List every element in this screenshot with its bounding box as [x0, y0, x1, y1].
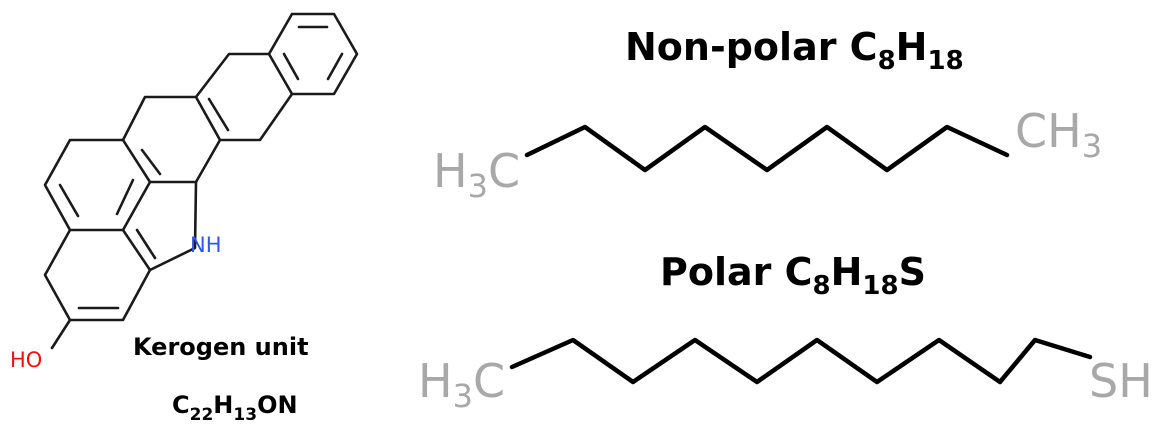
kerogen-label: Kerogen unit	[133, 333, 309, 361]
nh-group-label: NH	[190, 233, 222, 257]
nonpolar-title: Non-polar C8H18	[625, 25, 964, 76]
kerogen-structure: NH HO	[10, 12, 359, 372]
nonpolar-carbon-chain	[524, 124, 1010, 173]
polar-title: Polar C8H18S	[660, 250, 926, 301]
ho-group-label: HO	[10, 348, 42, 372]
polar-carbon-chain	[509, 337, 1093, 385]
nonpolar-right-methyl: CH3	[1015, 104, 1102, 165]
nonpolar-left-methyl: H3C	[433, 144, 520, 205]
kerogen-bonds	[43, 12, 359, 350]
polar-left-methyl: H3C	[418, 354, 505, 415]
kerogen-formula: C22H13ON	[172, 391, 298, 425]
polar-thiol-group: SH	[1089, 354, 1153, 408]
